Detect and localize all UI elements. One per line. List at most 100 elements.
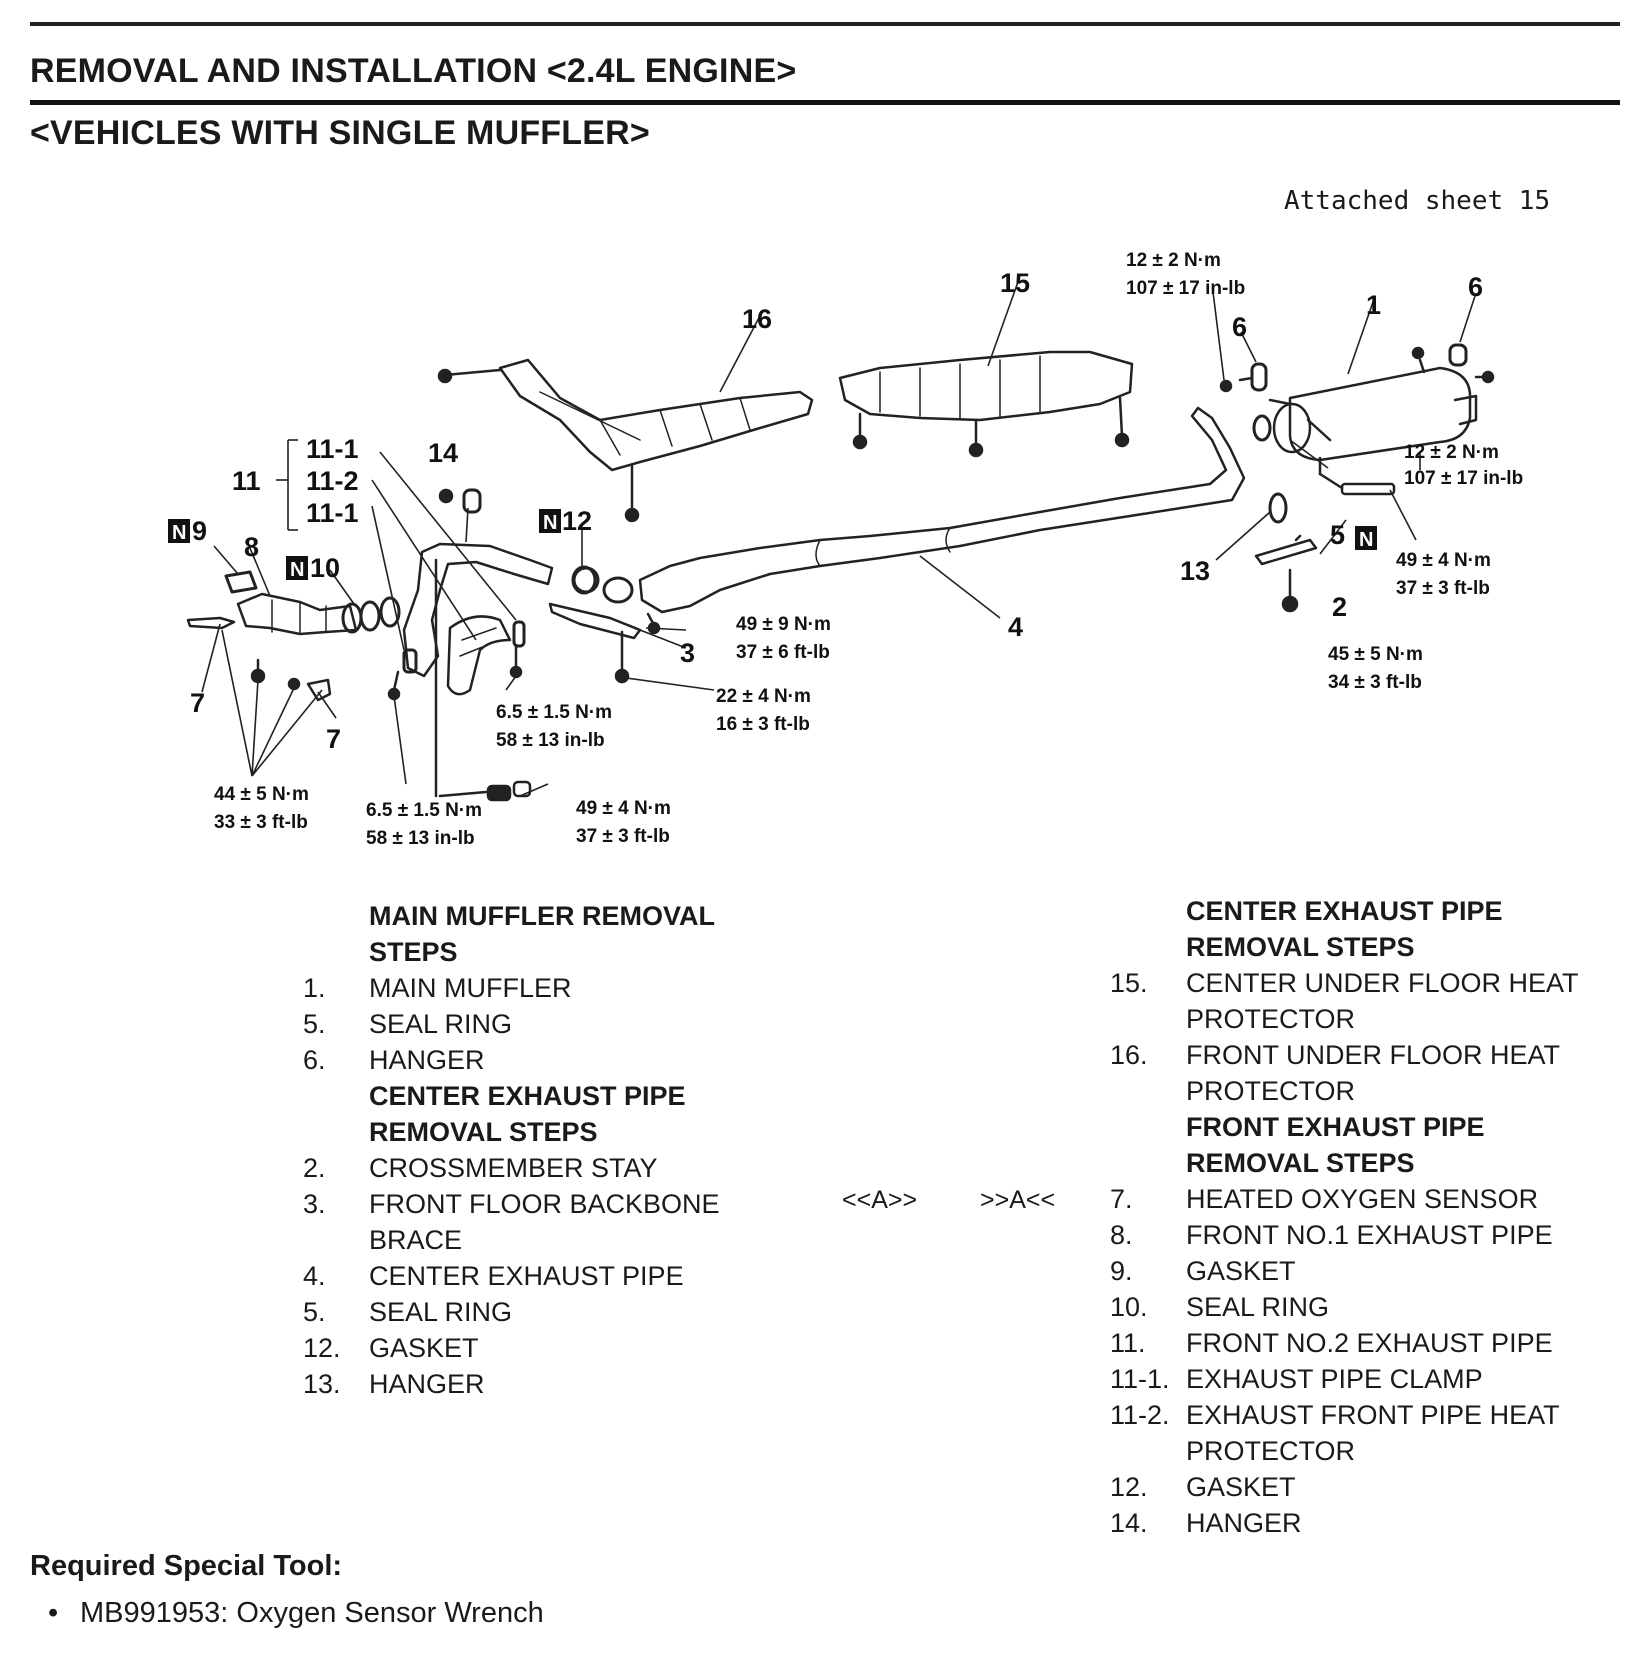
step-number: 11-1. — [1110, 1364, 1170, 1394]
callout-7: 7 — [190, 688, 205, 718]
step-text: PROTECTOR — [1186, 1004, 1356, 1034]
step-text: SEAL RING — [369, 1297, 513, 1327]
step-text: HANGER — [369, 1045, 485, 1075]
torque-imperial: 37 ± 3 ft-lb — [576, 826, 670, 847]
list-item: 13.HANGER — [303, 1366, 773, 1402]
section-heading: REMOVAL STEPS — [369, 1117, 598, 1147]
special-tool-heading: Required Special Tool: — [30, 1550, 343, 1582]
torque-nm: 22 ± 4 N·m — [716, 686, 811, 707]
step-text: GASKET — [1186, 1256, 1296, 1286]
callout-13: 13 — [1180, 556, 1210, 586]
list-item-continuation: PROTECTOR — [1110, 1001, 1630, 1037]
left-steps-list: MAIN MUFFLER REMOVAL STEPS 1.MAIN MUFFLE… — [303, 898, 773, 1402]
step-text: PROTECTOR — [1186, 1436, 1356, 1466]
step-text: SEAL RING — [369, 1009, 513, 1039]
section-heading: REMOVAL STEPS — [1186, 1148, 1415, 1178]
callout-11-1: 11-1 — [306, 434, 359, 464]
top-rule — [30, 22, 1620, 26]
step-text: CENTER EXHAUST PIPE — [369, 1261, 684, 1291]
section-heading: CENTER EXHAUST PIPE — [1186, 896, 1503, 926]
step-number: 4. — [303, 1261, 326, 1291]
callout-1: 1 — [1366, 290, 1381, 320]
step-text: CROSSMEMBER STAY — [369, 1153, 658, 1183]
new-part-badges: N N N N — [168, 509, 1377, 581]
list-item: 6.HANGER — [303, 1042, 773, 1078]
section-heading: MAIN MUFFLER REMOVAL — [369, 901, 715, 931]
exhaust-system-diagram: N N N N 16 15 1 6 6 14 11 11-1 11-2 11-1… — [168, 250, 1523, 849]
list-item: 15. CENTER UNDER FLOOR HEAT — [1110, 965, 1630, 1001]
torque-nm: 6.5 ± 1.5 N·m — [366, 800, 482, 821]
step-text: GASKET — [1186, 1472, 1296, 1502]
torque-imperial: 37 ± 3 ft-lb — [1396, 578, 1490, 599]
attached-sheet-label: Attached sheet 15 — [1284, 186, 1551, 216]
step-text: HANGER — [1186, 1508, 1302, 1538]
step-number: 7. — [1110, 1184, 1133, 1214]
list-item: 9. GASKET — [1110, 1253, 1630, 1289]
step-text: SEAL RING — [1186, 1292, 1330, 1322]
badge-letter: N — [172, 522, 186, 544]
step-number: 3. — [303, 1189, 326, 1219]
torque-nm: 12 ± 2 N·m — [1404, 442, 1499, 463]
step-number: 11. — [1110, 1328, 1146, 1358]
step-number: 14. — [1110, 1508, 1148, 1538]
section-heading: CENTER EXHAUST PIPE — [369, 1081, 686, 1111]
step-number: 1. — [303, 973, 326, 1003]
step-text: CENTER UNDER FLOOR HEAT — [1186, 968, 1579, 998]
step-number: 9. — [1110, 1256, 1133, 1286]
step-number: 5. — [303, 1009, 326, 1039]
callout-12: 12 — [562, 506, 592, 536]
step-text: GASKET — [369, 1333, 479, 1363]
callout-14: 14 — [428, 438, 458, 468]
list-item: 4. CENTER EXHAUST PIPE — [303, 1258, 773, 1294]
callout-numbers: 16 15 1 6 6 14 11 11-1 11-2 11-1 9 8 10 … — [190, 268, 1483, 754]
section-heading: STEPS — [369, 937, 458, 967]
step-text: BRACE — [369, 1225, 463, 1255]
torque-nm: 45 ± 5 N·m — [1328, 644, 1423, 665]
step-number: 12. — [1110, 1472, 1148, 1502]
step-number: 5. — [303, 1297, 326, 1327]
callout-7: 7 — [326, 724, 341, 754]
torque-nm: 49 ± 4 N·m — [576, 798, 671, 819]
step-text: EXHAUST PIPE CLAMP — [1186, 1364, 1483, 1394]
callout-11-1: 11-1 — [306, 498, 359, 528]
step-text: FRONT NO.1 EXHAUST PIPE — [1186, 1220, 1553, 1250]
callout-2: 2 — [1332, 592, 1347, 622]
step-text: PROTECTOR — [1186, 1076, 1356, 1106]
step-number: 2. — [303, 1153, 326, 1183]
front-under-floor-heat-protector-shape — [498, 358, 814, 472]
list-item: 11-2.EXHAUST FRONT PIPE HEAT — [1110, 1397, 1630, 1433]
badge-letter: N — [543, 512, 557, 534]
torque-nm: 12 ± 2 N·m — [1126, 250, 1221, 271]
badge-letter: N — [290, 559, 304, 581]
badge-letter: N — [1359, 529, 1373, 551]
step-number: 15. — [1110, 968, 1148, 998]
list-item: 1.MAIN MUFFLER — [303, 970, 773, 1006]
callout-10: 10 — [310, 553, 340, 583]
bullet-icon: • — [48, 1597, 59, 1629]
callout-4: 4 — [1008, 612, 1023, 642]
step-text: HANGER — [369, 1369, 485, 1399]
step-text: FRONT UNDER FLOOR HEAT — [1186, 1040, 1561, 1070]
list-item-continuation: BRACE — [303, 1222, 773, 1258]
torque-imperial: 34 ± 3 ft-lb — [1328, 672, 1422, 693]
front-no2-exhaust-pipe-shape — [402, 542, 554, 678]
callout-3: 3 — [680, 638, 695, 668]
callout-8: 8 — [244, 532, 259, 562]
removal-service-point-ref: <<A>> — [842, 1186, 918, 1214]
torque-imperial: 33 ± 3 ft-lb — [214, 812, 308, 833]
torque-imperial: 58 ± 13 in-lb — [366, 828, 475, 849]
list-item: 12.GASKET — [303, 1330, 773, 1366]
torque-imperial: 58 ± 13 in-lb — [496, 730, 605, 751]
right-steps-list: CENTER EXHAUST PIPE REMOVAL STEPS 15. CEN… — [1110, 893, 1630, 1541]
torque-nm: 6.5 ± 1.5 N·m — [496, 702, 612, 723]
callout-11: 11 — [232, 466, 261, 496]
center-exhaust-pipe-shape — [638, 406, 1246, 614]
step-text: FRONT FLOOR BACKBONE — [369, 1189, 720, 1219]
callout-16: 16 — [742, 304, 772, 334]
list-item: 8.FRONT NO.1 EXHAUST PIPE — [1110, 1217, 1630, 1253]
list-item: 5. SEAL RING — [303, 1006, 773, 1042]
list-item: 3. FRONT FLOOR BACKBONE — [303, 1186, 773, 1222]
front-no1-exhaust-pipe-shape — [236, 592, 358, 636]
torque-specs: 12 ± 2 N·m 107 ± 17 in-lb 12 ± 2 N·m 107… — [214, 250, 1523, 849]
list-item: 7.HEATED OXYGEN SENSOR — [1110, 1181, 1630, 1217]
